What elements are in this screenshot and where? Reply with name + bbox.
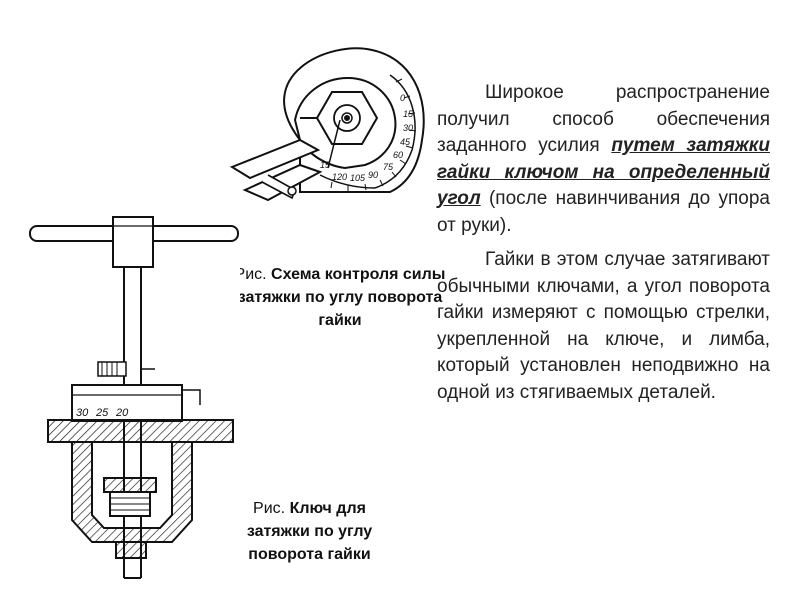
- paragraph-1-start: Широкое распространение получил способ о…: [437, 82, 770, 156]
- figure1-title: Схема контроля силы затяжки по углу пово…: [237, 266, 446, 329]
- wrench-dial-labels: 30 25 20: [76, 407, 129, 419]
- dial-tick-75: 75: [383, 162, 394, 172]
- caption-overlap-mask: [228, 262, 240, 322]
- dial-tick-15b: 15: [320, 160, 331, 170]
- figure2-label: Рис.: [253, 500, 286, 517]
- wrench-dial-tick-30: 30: [76, 407, 89, 419]
- dial-tick-60: 60: [393, 150, 403, 160]
- figure2-caption: Рис. Ключ для затяжки по углу поворота г…: [222, 497, 397, 566]
- angle-dial-diagram: [229, 47, 425, 202]
- body-text: Широкое распространение получил способ о…: [437, 80, 770, 406]
- dial-tick-105: 105: [350, 173, 366, 183]
- wrench-assembly-drawing: [29, 216, 239, 579]
- dial-tick-120: 120: [332, 172, 347, 182]
- dial-tick-15: 15: [403, 109, 414, 119]
- dial-tick-45: 45: [400, 137, 411, 147]
- wrench-dial-tick-25: 25: [95, 407, 109, 419]
- dial-tick-30: 30: [403, 123, 413, 133]
- paragraph-1-emphasis: путем затяжки гайки ключом на определенн…: [437, 135, 770, 209]
- figure2-title: Ключ для затяжки по углу поворота гайки: [246, 500, 373, 563]
- figure1-caption: Рис. Схема контроля силы затяжки по углу…: [230, 263, 450, 332]
- paragraph-2: Гайки в этом случае затягивают обычными …: [437, 249, 770, 403]
- paragraph-1-end: (после навинчивания до упора от руки).: [437, 188, 770, 236]
- figure1-label: Рис.: [234, 266, 267, 283]
- dial-scale-labels: 0 15 30 45 60 75 90 105 120 15: [320, 93, 414, 183]
- dial-tick-0: 0: [400, 93, 405, 103]
- paragraph-1: Широкое распространение получил способ о…: [437, 80, 770, 239]
- wrench-dial-tick-20: 20: [115, 407, 129, 419]
- dial-tick-90: 90: [368, 170, 378, 180]
